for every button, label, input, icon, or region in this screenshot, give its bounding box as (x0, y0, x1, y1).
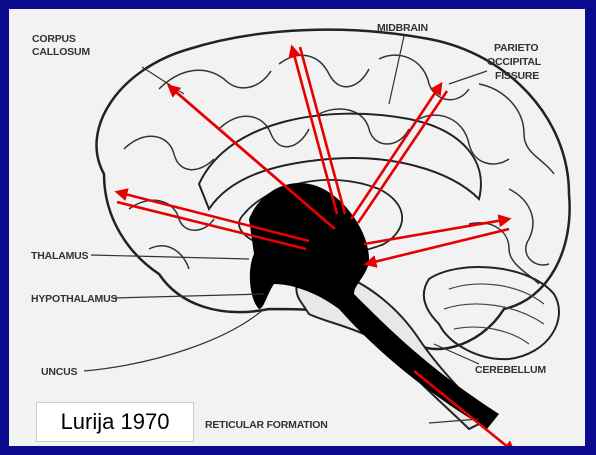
label-midbrain: MIDBRAIN (377, 22, 428, 34)
brain-diagram: CORPUS CALLOSUM MIDBRAIN PARIETO OCCIPIT… (9, 9, 585, 446)
label-parieto: PARIETO (494, 42, 538, 54)
label-uncus: UNCUS (41, 366, 78, 378)
citation-box: Lurija 1970 (36, 402, 194, 442)
label-hypothalamus: HYPOTHALAMUS (31, 293, 117, 305)
label-reticular-formation: RETICULAR FORMATION (205, 419, 328, 431)
label-thalamus: THALAMUS (31, 250, 89, 262)
label-fissure: FISSURE (495, 70, 539, 82)
label-cerebellum: CEREBELLUM (475, 364, 546, 376)
diagram-panel: CORPUS CALLOSUM MIDBRAIN PARIETO OCCIPIT… (9, 9, 585, 446)
label-corpus-callosum-2: CALLOSUM (32, 46, 90, 58)
label-corpus-callosum-1: CORPUS (32, 33, 76, 45)
cerebellum-shape (424, 267, 559, 359)
label-occipital: OCCIPITAL (487, 56, 542, 68)
